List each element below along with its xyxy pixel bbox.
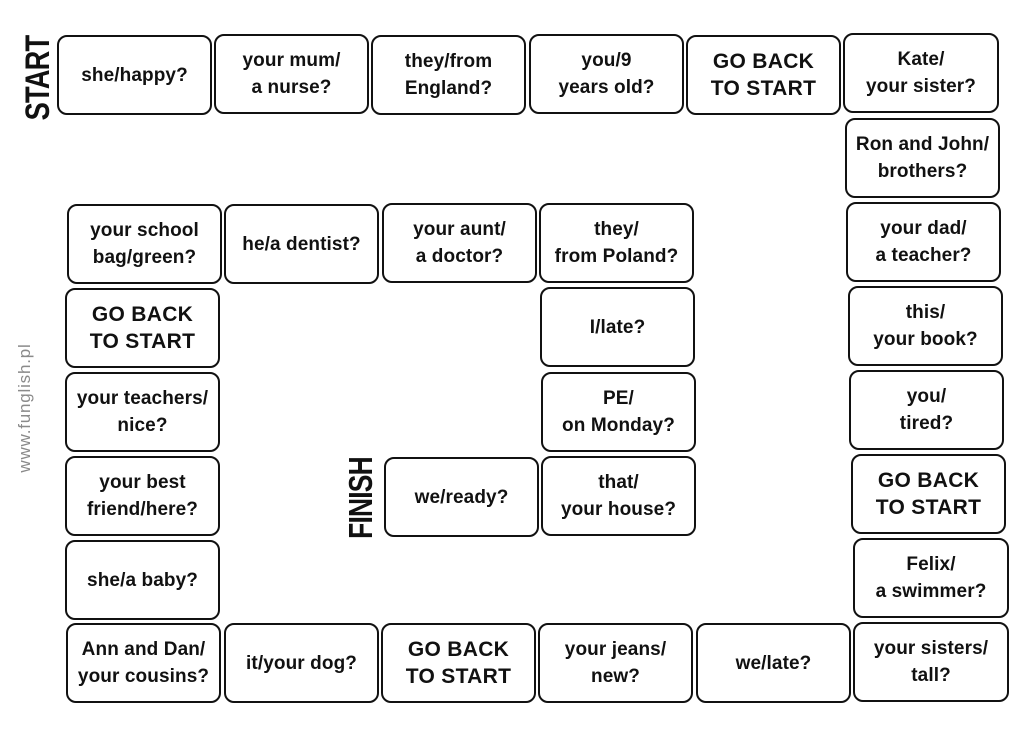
board-square[interactable]: he/a dentist? xyxy=(224,204,379,284)
board-square[interactable]: your teachers/ nice? xyxy=(65,372,220,452)
square-text: they/ from Poland? xyxy=(554,219,679,267)
square-text: it/your dog? xyxy=(246,652,357,674)
board-square[interactable]: PE/ on Monday? xyxy=(541,372,696,452)
square-text: we/ready? xyxy=(414,486,509,508)
website-watermark: www.funglish.pl xyxy=(15,343,34,473)
square-text: he/a dentist? xyxy=(242,233,361,255)
board-square[interactable]: Ann and Dan/ your cousins? xyxy=(66,623,221,703)
square-text: GO BACK TO START xyxy=(875,469,982,519)
square-text: you/9 years old? xyxy=(558,50,655,98)
board-square[interactable]: your aunt/ a doctor? xyxy=(382,203,537,283)
board-square[interactable]: she/a baby? xyxy=(65,540,220,620)
board-square[interactable]: your jeans/ new? xyxy=(538,623,693,703)
board-square[interactable]: this/ your book? xyxy=(848,286,1003,366)
square-text: Ron and John/ brothers? xyxy=(855,134,990,182)
square-text: Felix/ a swimmer? xyxy=(875,554,987,602)
square-text: they/from England? xyxy=(404,51,493,99)
square-text: she/a baby? xyxy=(87,569,198,591)
board-square[interactable]: they/ from Poland? xyxy=(539,203,694,283)
board-square-go-back[interactable]: GO BACK TO START xyxy=(65,288,220,368)
board-square[interactable]: Kate/ your sister? xyxy=(843,33,999,113)
square-text: this/ your book? xyxy=(873,302,978,350)
square-text: we/late? xyxy=(735,652,812,674)
board-square[interactable]: your sisters/ tall? xyxy=(853,622,1009,702)
board-square[interactable]: I/late? xyxy=(540,287,695,367)
square-text: PE/ on Monday? xyxy=(562,388,675,436)
finish-label: FINISH xyxy=(342,457,379,539)
square-text: Ann and Dan/ your cousins? xyxy=(77,639,210,687)
board-square[interactable]: we/late? xyxy=(696,623,851,703)
board-square[interactable]: your dad/ a teacher? xyxy=(846,202,1001,282)
board-square-finish[interactable]: we/ready? xyxy=(384,457,539,537)
square-text: Kate/ your sister? xyxy=(866,49,976,97)
board-square[interactable]: it/your dog? xyxy=(224,623,379,703)
square-text: your aunt/ a doctor? xyxy=(413,219,506,267)
square-text: your dad/ a teacher? xyxy=(875,218,972,266)
square-text: GO BACK TO START xyxy=(89,303,196,353)
square-text: that/ your house? xyxy=(560,472,677,520)
board-square[interactable]: your school bag/green? xyxy=(67,204,222,284)
square-text: GO BACK TO START xyxy=(710,50,817,100)
board-square[interactable]: Felix/ a swimmer? xyxy=(853,538,1009,618)
square-text: your sisters/ tall? xyxy=(873,638,989,686)
square-text: she/happy? xyxy=(81,64,188,86)
board-square-go-back[interactable]: GO BACK TO START xyxy=(381,623,536,703)
board-square[interactable]: they/from England? xyxy=(371,35,526,115)
square-text: your teachers/ nice? xyxy=(76,388,209,436)
start-label: START xyxy=(18,35,57,121)
board-square-go-back[interactable]: GO BACK TO START xyxy=(686,35,841,115)
square-text: your school bag/green? xyxy=(90,220,199,268)
square-text: GO BACK TO START xyxy=(405,638,512,688)
board-square[interactable]: your mum/ a nurse? xyxy=(214,34,369,114)
board-square[interactable]: she/happy? xyxy=(57,35,212,115)
board-square[interactable]: your best friend/here? xyxy=(65,456,220,536)
board-square[interactable]: that/ your house? xyxy=(541,456,696,536)
board-square[interactable]: Ron and John/ brothers? xyxy=(845,118,1000,198)
square-text: your mum/ a nurse? xyxy=(242,50,341,98)
board-square[interactable]: you/9 years old? xyxy=(529,34,684,114)
square-text: I/late? xyxy=(589,316,646,338)
square-text: your best friend/here? xyxy=(87,472,198,520)
board-square-go-back[interactable]: GO BACK TO START xyxy=(851,454,1006,534)
square-text: your jeans/ new? xyxy=(564,639,667,687)
board-square[interactable]: you/ tired? xyxy=(849,370,1004,450)
square-text: you/ tired? xyxy=(899,386,954,434)
